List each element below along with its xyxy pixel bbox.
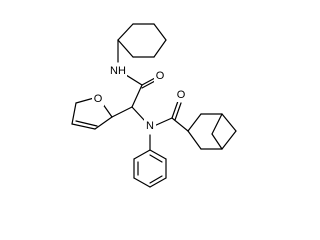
amide-nh-label: NH xyxy=(110,65,126,77)
amide-linker xyxy=(117,39,156,108)
phenyl-ring xyxy=(133,134,167,188)
bicyclic-amide xyxy=(153,100,237,150)
cyclohexyl-ring xyxy=(117,23,167,58)
bicyclic-carbonyl-o-label: O xyxy=(177,89,186,101)
furan-o-label: O xyxy=(94,93,103,105)
amine-n-label: N xyxy=(146,120,154,132)
central-to-amine xyxy=(131,106,146,122)
furan-ring xyxy=(71,97,133,130)
molecule-structure: NH O O N O xyxy=(71,23,237,188)
amide-carbonyl-o-label: O xyxy=(156,70,165,82)
atom-labels: NH O O N O xyxy=(92,64,187,133)
